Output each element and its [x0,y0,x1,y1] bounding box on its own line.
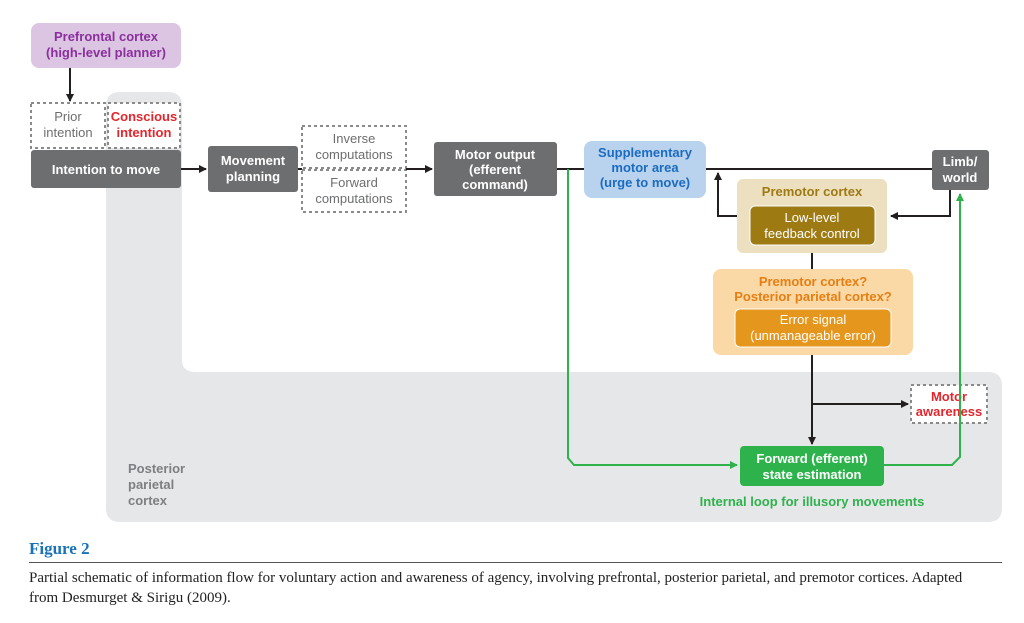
supplementary-motor-area-node: Supplementary motor area (urge to move) [584,141,706,198]
svg-text:(efferent: (efferent [469,162,522,177]
svg-text:(high-level planner): (high-level planner) [46,45,166,60]
movement-planning-node: Movement planning [208,146,298,192]
green-loop-motor-output-to-forward-state [567,169,738,469]
svg-text:Conscious: Conscious [111,109,177,124]
svg-text:state estimation: state estimation [763,467,862,482]
error-signal-region-node: Premotor cortex? Posterior parietal cort… [713,269,913,355]
svg-text:Motor: Motor [931,389,967,404]
svg-text:Movement: Movement [221,153,286,168]
premotor-cortex-node: Premotor cortex Low-level feedback contr… [737,179,887,253]
svg-text:Intention to move: Intention to move [52,162,160,177]
svg-text:Premotor cortex?: Premotor cortex? [759,274,867,289]
inverse-computations-node: Inverse computations [301,125,407,169]
caption-divider [29,562,1002,563]
posterior-parietal-region [106,92,1002,522]
figure-caption-title: Figure 2 [29,539,90,558]
svg-text:computations: computations [315,147,393,162]
svg-text:Low-level: Low-level [785,210,840,225]
svg-text:command): command) [462,177,528,192]
svg-text:Posterior parietal cortex?: Posterior parietal cortex? [734,289,892,304]
information-flow-diagram: Posterior parietal cortex Prefrontal cor… [30,23,1002,522]
arrow-limb-feedback-to-premotor [890,190,951,220]
limb-world-node: Limb/ world [932,150,989,190]
intention-to-move-node: Intention to move [31,150,181,188]
prefrontal-cortex-node: Prefrontal cortex (high-level planner) [31,23,181,68]
svg-text:intention: intention [117,125,172,140]
svg-text:motor area: motor area [611,160,679,175]
internal-loop-label: Internal loop for illusory movements [700,494,925,509]
figure-caption-text: Partial schematic of information flow fo… [29,570,963,606]
svg-text:world: world [942,170,978,185]
motor-awareness-node: Motor awareness [910,384,988,424]
svg-text:feedback control: feedback control [764,226,860,241]
svg-text:Motor output: Motor output [455,147,536,162]
conscious-intention-node: Conscious intention [107,102,181,149]
svg-text:Limb/: Limb/ [943,154,978,169]
svg-text:(unmanageable error): (unmanageable error) [750,328,876,343]
arrow-premotor-to-main-line [714,172,737,217]
forward-computations-node: Forward computations [301,169,407,213]
green-loop-forward-state-to-limb [884,193,964,466]
svg-text:Supplementary: Supplementary [598,145,693,160]
svg-text:computations: computations [315,191,393,206]
svg-text:Forward: Forward [330,175,378,190]
prior-intention-node: Prior intention [30,102,106,149]
motor-output-node: Motor output (efferent command) [434,142,557,196]
svg-text:intention: intention [43,125,92,140]
svg-text:Inverse: Inverse [333,131,376,146]
svg-text:Prefrontal cortex: Prefrontal cortex [54,29,159,44]
svg-text:Forward (efferent): Forward (efferent) [756,451,867,466]
svg-text:Prior: Prior [54,109,82,124]
svg-text:Error signal: Error signal [780,312,847,327]
svg-text:awareness: awareness [916,404,983,419]
svg-text:Premotor cortex: Premotor cortex [762,184,863,199]
svg-text:(urge to move): (urge to move) [600,175,690,190]
svg-text:planning: planning [226,169,280,184]
forward-state-estimation-node: Forward (efferent) state estimation [740,446,884,486]
posterior-parietal-label: Posterior parietal cortex [128,461,189,508]
